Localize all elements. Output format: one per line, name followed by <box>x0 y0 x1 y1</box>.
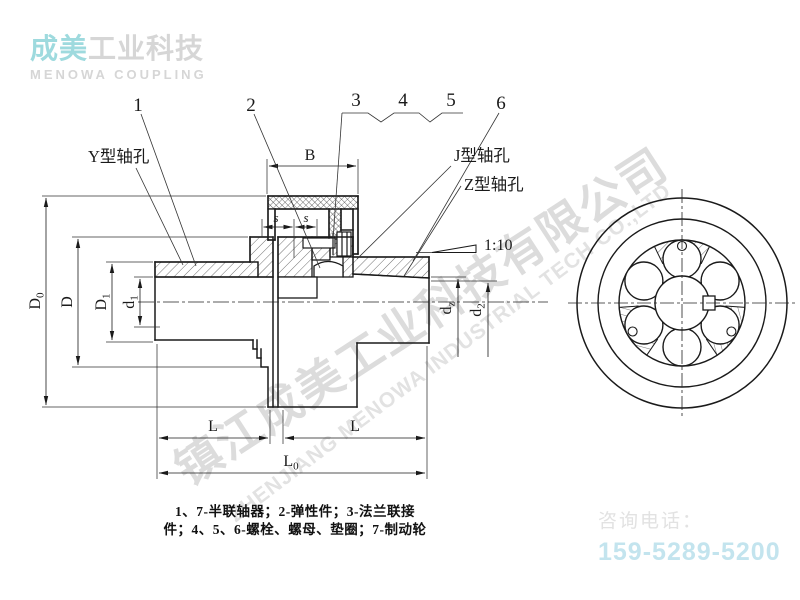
extension-lines <box>42 159 497 479</box>
callout-5: 5 <box>446 90 456 111</box>
callout-6: 6 <box>496 93 506 114</box>
parts-legend-line1: 1、7-半联轴器；2-弹性件；3-法兰联接 <box>175 504 415 519</box>
dim-label-dz: dz <box>438 301 458 314</box>
brand-logo-english: MENOWA COUPLING <box>30 66 207 82</box>
label-bore-type-z: Z型轴孔 <box>464 175 524 194</box>
brand-logo-chinese: 成美工业科技 <box>30 33 207 65</box>
dim-label-L-left: L <box>208 418 218 435</box>
dim-label-L-right: L <box>350 418 360 435</box>
dim-label-d2: d2 <box>468 303 488 317</box>
leader-lines <box>135 112 500 277</box>
parts-legend-line2: 件；4、5、6-螺栓、螺母、垫圈；7-制动轮 <box>163 522 427 537</box>
contact-label: 咨询电话： <box>598 511 704 532</box>
callout-3: 3 <box>351 90 361 111</box>
end-view <box>568 189 796 417</box>
parts-legend: 1、7-半联轴器；2-弹性件；3-法兰联接 件；4、5、6-螺栓、螺母、垫圈；7… <box>118 503 472 539</box>
contact-info: 咨询电话： 159-5289-5200 <box>598 506 781 567</box>
brand-name-secondary: 工业科技 <box>88 33 205 64</box>
dim-label-s-right: s <box>303 210 308 225</box>
section-view-outline <box>154 195 430 408</box>
callout-2: 2 <box>246 95 256 116</box>
dim-label-D: D <box>59 296 76 308</box>
dim-label-D1: D1 <box>93 293 113 310</box>
dim-label-s-left: s <box>273 210 278 225</box>
brand-logo: 成美工业科技 MENOWA COUPLING <box>30 33 207 82</box>
contact-phone-number: 159-5289-5200 <box>598 538 781 566</box>
brand-name-primary: 成美 <box>30 33 89 64</box>
taper-symbol <box>416 244 477 253</box>
dimension-lines <box>43 163 491 476</box>
callout-1: 1 <box>133 95 143 116</box>
label-bore-type-j: J型轴孔 <box>454 146 510 165</box>
dim-label-D0: D0 <box>27 292 47 310</box>
label-taper-ratio: 1:10 <box>484 237 512 254</box>
bolt-assembly <box>302 231 352 257</box>
callout-4: 4 <box>398 90 408 111</box>
dim-label-B: B <box>305 147 316 164</box>
elastic-element <box>277 260 344 299</box>
dim-label-L0: L0 <box>283 453 299 473</box>
label-bore-type-y: Y型轴孔 <box>88 147 149 166</box>
dim-label-d1: d1 <box>121 295 141 309</box>
end-view-centerlines <box>568 189 796 417</box>
